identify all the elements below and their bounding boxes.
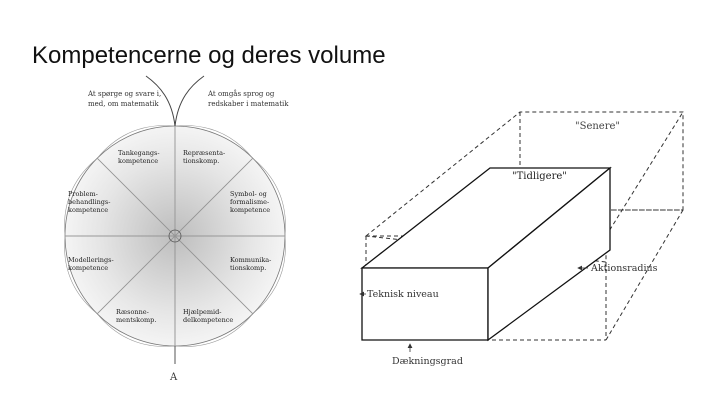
petal: [174, 157, 286, 237]
petal-label: Kommunika-tionskomp.: [230, 256, 271, 272]
petal: [96, 235, 176, 347]
petal: [64, 235, 176, 315]
competence-box-diagram: [360, 111, 684, 342]
petal: [174, 235, 286, 315]
petal: [96, 125, 176, 237]
top-left-label: At spørge og svare i, med, om matematik: [87, 90, 164, 108]
petal: [174, 125, 254, 237]
competence-flower: At spørge og svare i, med, om matematik …: [64, 75, 289, 383]
petal-label: Problem-behandlings-kompetence: [68, 190, 110, 214]
box-labels: "Senere" "Tidligere" Aktionsradius Tekni…: [359, 121, 658, 367]
left-antenna: [145, 75, 176, 127]
petal-label: Modellerings-kompetence: [68, 256, 114, 272]
petal: [64, 157, 176, 237]
earlier-label: "Tidligere": [512, 171, 567, 182]
petal-labels: Tankegangs-kompetence Repræsenta-tionskom…: [68, 149, 271, 324]
bottom-label: A: [169, 372, 178, 383]
action-radius-label: Aktionsradius: [590, 263, 658, 274]
earlier-box: [360, 166, 612, 342]
petal: [174, 235, 254, 347]
right-antenna: [174, 75, 205, 127]
later-label: "Senere": [575, 121, 620, 132]
petal-label: Hjælpemid-delkompetence: [183, 308, 233, 324]
petal-shapes: [64, 125, 286, 347]
petal-label: Ræsonne-mentskomp.: [116, 308, 156, 324]
petal-label: Tankegangs-kompetence: [118, 149, 160, 165]
flower-center: [168, 229, 182, 243]
petal-label: Repræsenta-tionskomp.: [183, 149, 225, 165]
technical-level-label: Teknisk niveau: [367, 289, 439, 300]
coverage-label: Dækningsgrad: [392, 356, 463, 367]
top-right-label: At omgås sprog og redskaber i matematik: [207, 89, 289, 108]
page-title: Kompetencerne og deres volume: [32, 42, 386, 69]
